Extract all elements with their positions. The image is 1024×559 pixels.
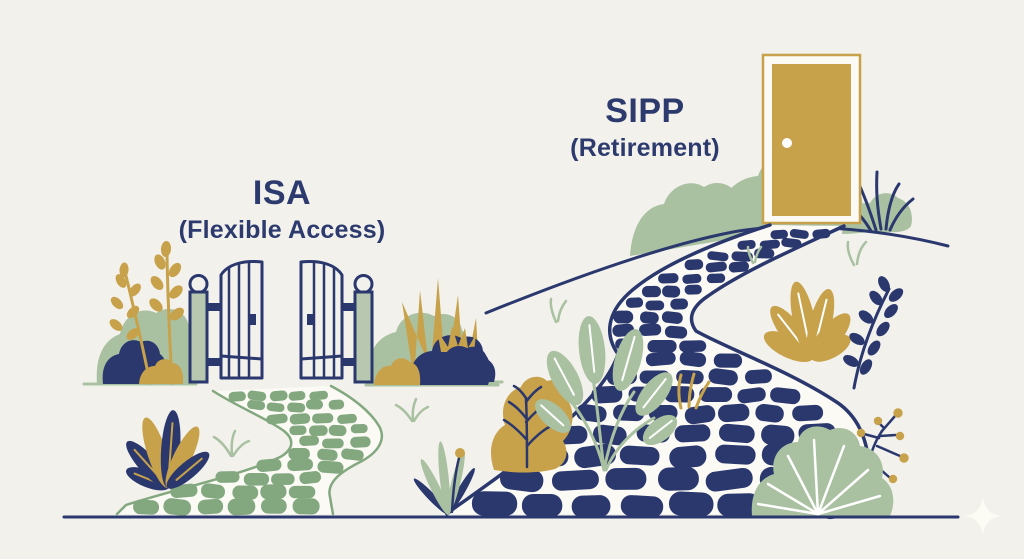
sipp-subtitle: (Retirement): [570, 133, 720, 162]
sipp-label-block: SIPP (Retirement): [495, 92, 795, 162]
door-handle: [782, 138, 792, 148]
gate-latch: [307, 314, 313, 325]
mid-navy-bush: [426, 326, 496, 382]
isa-path-stones: [133, 390, 371, 516]
sage-leafy-plant: [535, 316, 678, 472]
gate-left-post: [188, 274, 209, 384]
gate-right-post: [353, 274, 374, 384]
gate-latch: [250, 314, 256, 325]
open-gate-icon: [188, 260, 374, 384]
gate-right-panel: [299, 260, 344, 380]
gold-branch-bush: [491, 376, 573, 473]
isa-title: ISA: [252, 174, 312, 212]
sipp-title: SIPP: [605, 92, 685, 130]
isa-subtitle: (Flexible Access): [178, 215, 386, 244]
golden-door-icon: [761, 53, 862, 225]
gold-grass-tuft: [677, 372, 711, 410]
fan-petal-plant: [126, 410, 210, 491]
hill-line: [484, 225, 950, 315]
isa-label-block: ISA (Flexible Access): [132, 174, 432, 244]
gold-sprigs: [109, 241, 184, 385]
four-point-sparkle-icon: [965, 498, 1001, 534]
mixed-blade-plant: [413, 441, 475, 515]
scalloped-bush: [751, 426, 894, 516]
gate-left-panel: [219, 260, 264, 380]
navy-berry-branch: [843, 276, 904, 390]
gold-fan-plant: [763, 281, 851, 363]
isa-path-right-edge: [328, 384, 384, 516]
isa-path: [115, 384, 384, 516]
grass-tufts: [212, 240, 868, 458]
